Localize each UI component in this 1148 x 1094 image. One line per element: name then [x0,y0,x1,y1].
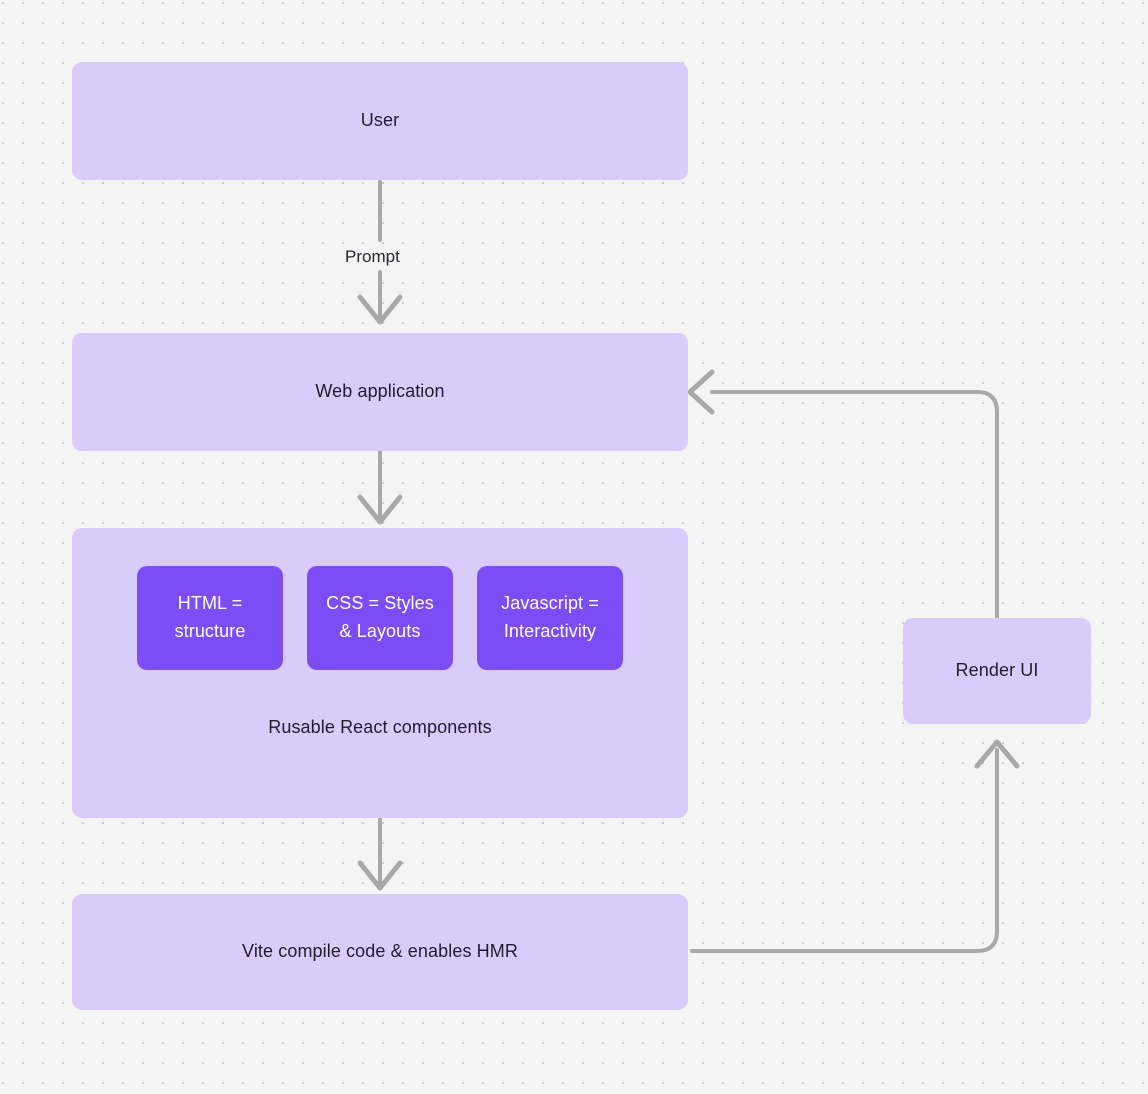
node-render-ui-label: Render UI [955,660,1039,681]
node-web-application-label: Web application [315,381,445,402]
node-components-group-label: Rusable React components [268,717,492,738]
node-html-block[interactable]: HTML = structure [137,566,283,670]
node-components-group-caption: Rusable React components [72,706,688,750]
edge-label-prompt: Prompt [339,246,406,268]
edge-web-application-to-components [357,450,403,525]
node-javascript-block-label: Javascript = Interactivity [501,593,599,641]
node-user-label: User [360,110,400,131]
node-css-block[interactable]: CSS = Styles & Layouts [307,566,453,670]
node-vite[interactable]: Vite compile code & enables HMR [72,894,688,1010]
node-javascript-block[interactable]: Javascript = Interactivity [477,566,623,670]
node-user[interactable]: User [72,62,688,180]
edge-render-ui-to-web-application [687,369,999,620]
node-render-ui[interactable]: Render UI [903,618,1091,724]
edge-components-to-vite [357,816,403,891]
edge-vite-to-render-ui [690,739,1020,953]
node-html-block-label: HTML = structure [174,593,246,641]
node-components-group[interactable]: HTML = structure CSS = Styles & Layouts … [72,528,688,818]
node-web-application[interactable]: Web application [72,333,688,451]
node-vite-label: Vite compile code & enables HMR [242,941,518,962]
node-css-block-label: CSS = Styles & Layouts [326,593,434,641]
